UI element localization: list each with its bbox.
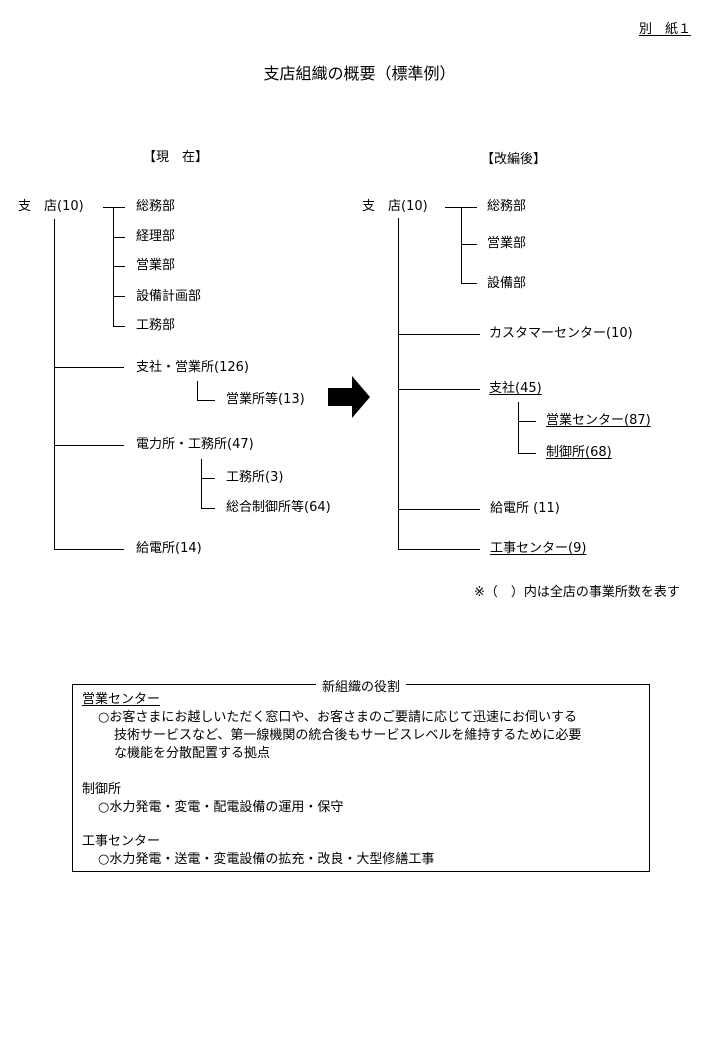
connector [54, 549, 124, 550]
connector [201, 459, 202, 508]
connector [398, 549, 480, 550]
current-heading: 【現 在】 [143, 150, 209, 165]
connector [461, 244, 477, 245]
connector [113, 296, 125, 297]
role-name: 工事センター [82, 834, 161, 849]
connector [197, 400, 215, 401]
role-name: 営業センター [82, 692, 161, 707]
connector [54, 367, 124, 368]
branch: 支社(45) [489, 381, 542, 396]
power-office: 電力所・工務所(47) [136, 437, 254, 452]
dept-item: 営業部 [136, 258, 176, 273]
power-sub-item: 工務所(3) [226, 470, 284, 485]
connector [518, 402, 519, 453]
dept-item: 設備計画部 [136, 289, 202, 304]
connector [113, 207, 114, 327]
page-title: 支店組織の概要（標準例） [263, 64, 456, 83]
current-root: 支 店(10) [18, 199, 84, 214]
dept-item: 設備部 [487, 276, 527, 291]
customer-center: カスタマーセンター(10) [489, 326, 633, 341]
role-line: な機能を分散配置する拠点 [114, 746, 271, 761]
footnote: ※（ ）内は全店の事業所数を表す [474, 585, 680, 600]
branch-office: 支社・営業所(126) [136, 360, 249, 375]
connector [103, 207, 125, 208]
branch-sub: 営業所等(13) [226, 392, 305, 407]
connector [113, 266, 125, 267]
connector [398, 218, 399, 549]
connector [461, 283, 477, 284]
role-line: ○お客さまにお越しいただく窓口や、お客さまのご要請に応じて迅速にお伺いする [98, 710, 577, 725]
connector [398, 389, 480, 390]
roles-box: 新組織の役割 営業センター ○お客さまにお越しいただく窓口や、お客さまのご要請に… [72, 680, 650, 872]
connector [197, 381, 198, 400]
roles-box-title: 新組織の役割 [315, 680, 406, 695]
role-line: ○水力発電・変電・配電設備の運用・保守 [98, 800, 344, 815]
role-line: 技術サービスなど、第一線機関の統合後もサービスレベルを維持するために必要 [114, 728, 582, 743]
connector [518, 421, 536, 422]
dept-item: 営業部 [487, 236, 527, 251]
dept-item: 総務部 [136, 199, 176, 214]
reorganized-root: 支 店(10) [362, 199, 428, 214]
role-name: 制御所 [82, 782, 122, 797]
connector [54, 219, 55, 549]
attachment-label: 別 紙１ [638, 22, 691, 37]
branch-sub-item: 制御所(68) [546, 445, 612, 460]
dept-item: 工務部 [136, 318, 176, 333]
dept-item: 経理部 [136, 229, 176, 244]
substation: 給電所(14) [136, 541, 202, 556]
connector [113, 237, 125, 238]
connector [398, 509, 480, 510]
power-sub-item: 総合制御所等(64) [226, 500, 331, 515]
right-arrow-icon [328, 376, 370, 418]
construction-center: 工事センター(9) [490, 541, 587, 556]
dept-item: 総務部 [487, 199, 527, 214]
branch-sub-item: 営業センター(87) [546, 413, 651, 428]
connector [518, 453, 536, 454]
reorganized-heading: 【改編後】 [481, 152, 547, 167]
substation: 給電所 (11) [490, 501, 560, 516]
connector [113, 326, 125, 327]
connector [461, 207, 462, 283]
connector [201, 508, 215, 509]
role-line: ○水力発電・送電・変電設備の拡充・改良・大型修繕工事 [98, 852, 435, 867]
connector [201, 478, 215, 479]
connector [398, 334, 480, 335]
connector [54, 445, 124, 446]
